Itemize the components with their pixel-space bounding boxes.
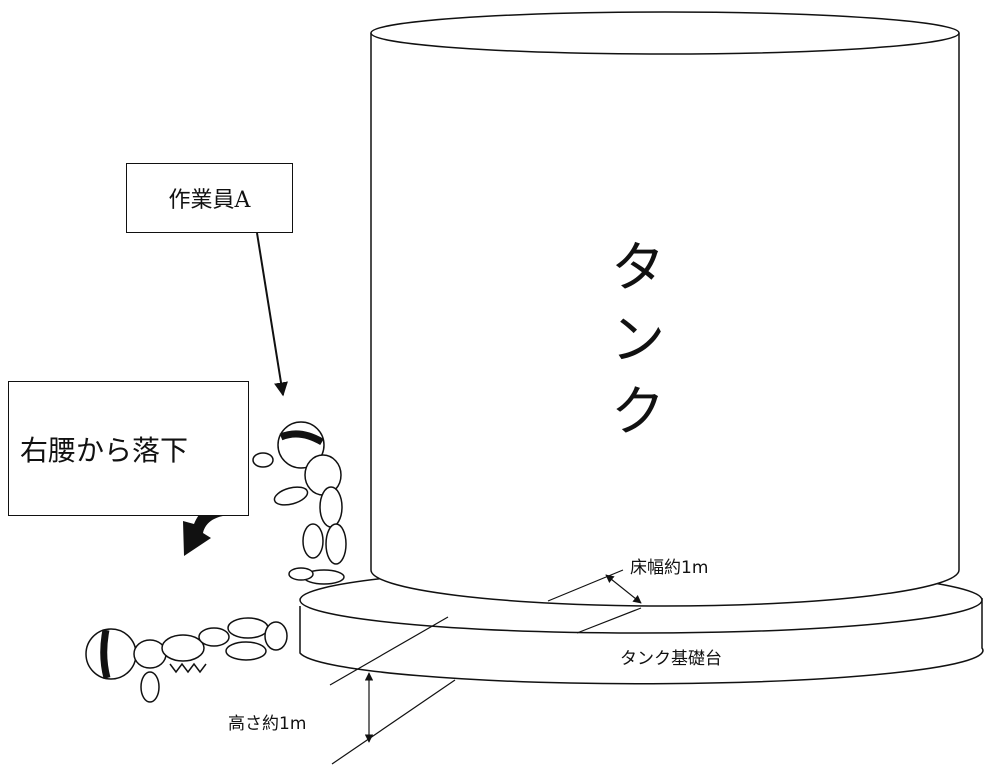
- tank-title-char: タ: [611, 236, 665, 299]
- worker-pointer-arrow: [256, 232, 288, 397]
- tank-base-label: タンク基礎台: [620, 649, 722, 669]
- worker-a-figure: [252, 421, 347, 585]
- tank-top-rim: [370, 11, 960, 55]
- height-ext-bottom: [331, 679, 456, 765]
- height-ext-top: [329, 616, 449, 686]
- fall-label-box: 右腰から落下: [8, 381, 249, 516]
- height-label: 高さ約1m: [228, 714, 307, 734]
- worker-label: 作業員A: [168, 188, 251, 213]
- fall-label: 右腰から落下: [20, 433, 189, 467]
- tank-title-char: ク: [611, 380, 665, 443]
- worker-label-box: 作業員A: [126, 163, 293, 233]
- floor-edge-line-lower: [576, 607, 642, 634]
- tank-title-char: ン: [611, 308, 665, 371]
- tank-cylinder: [370, 11, 960, 607]
- tank-title: タ ン ク: [608, 232, 668, 448]
- fallen-worker-figure: [85, 617, 288, 703]
- floor-width-label: 床幅約1m: [630, 558, 709, 578]
- tank-body: [370, 33, 960, 607]
- dimension-lines: [329, 569, 642, 765]
- floor-width-arrow: [605, 574, 642, 604]
